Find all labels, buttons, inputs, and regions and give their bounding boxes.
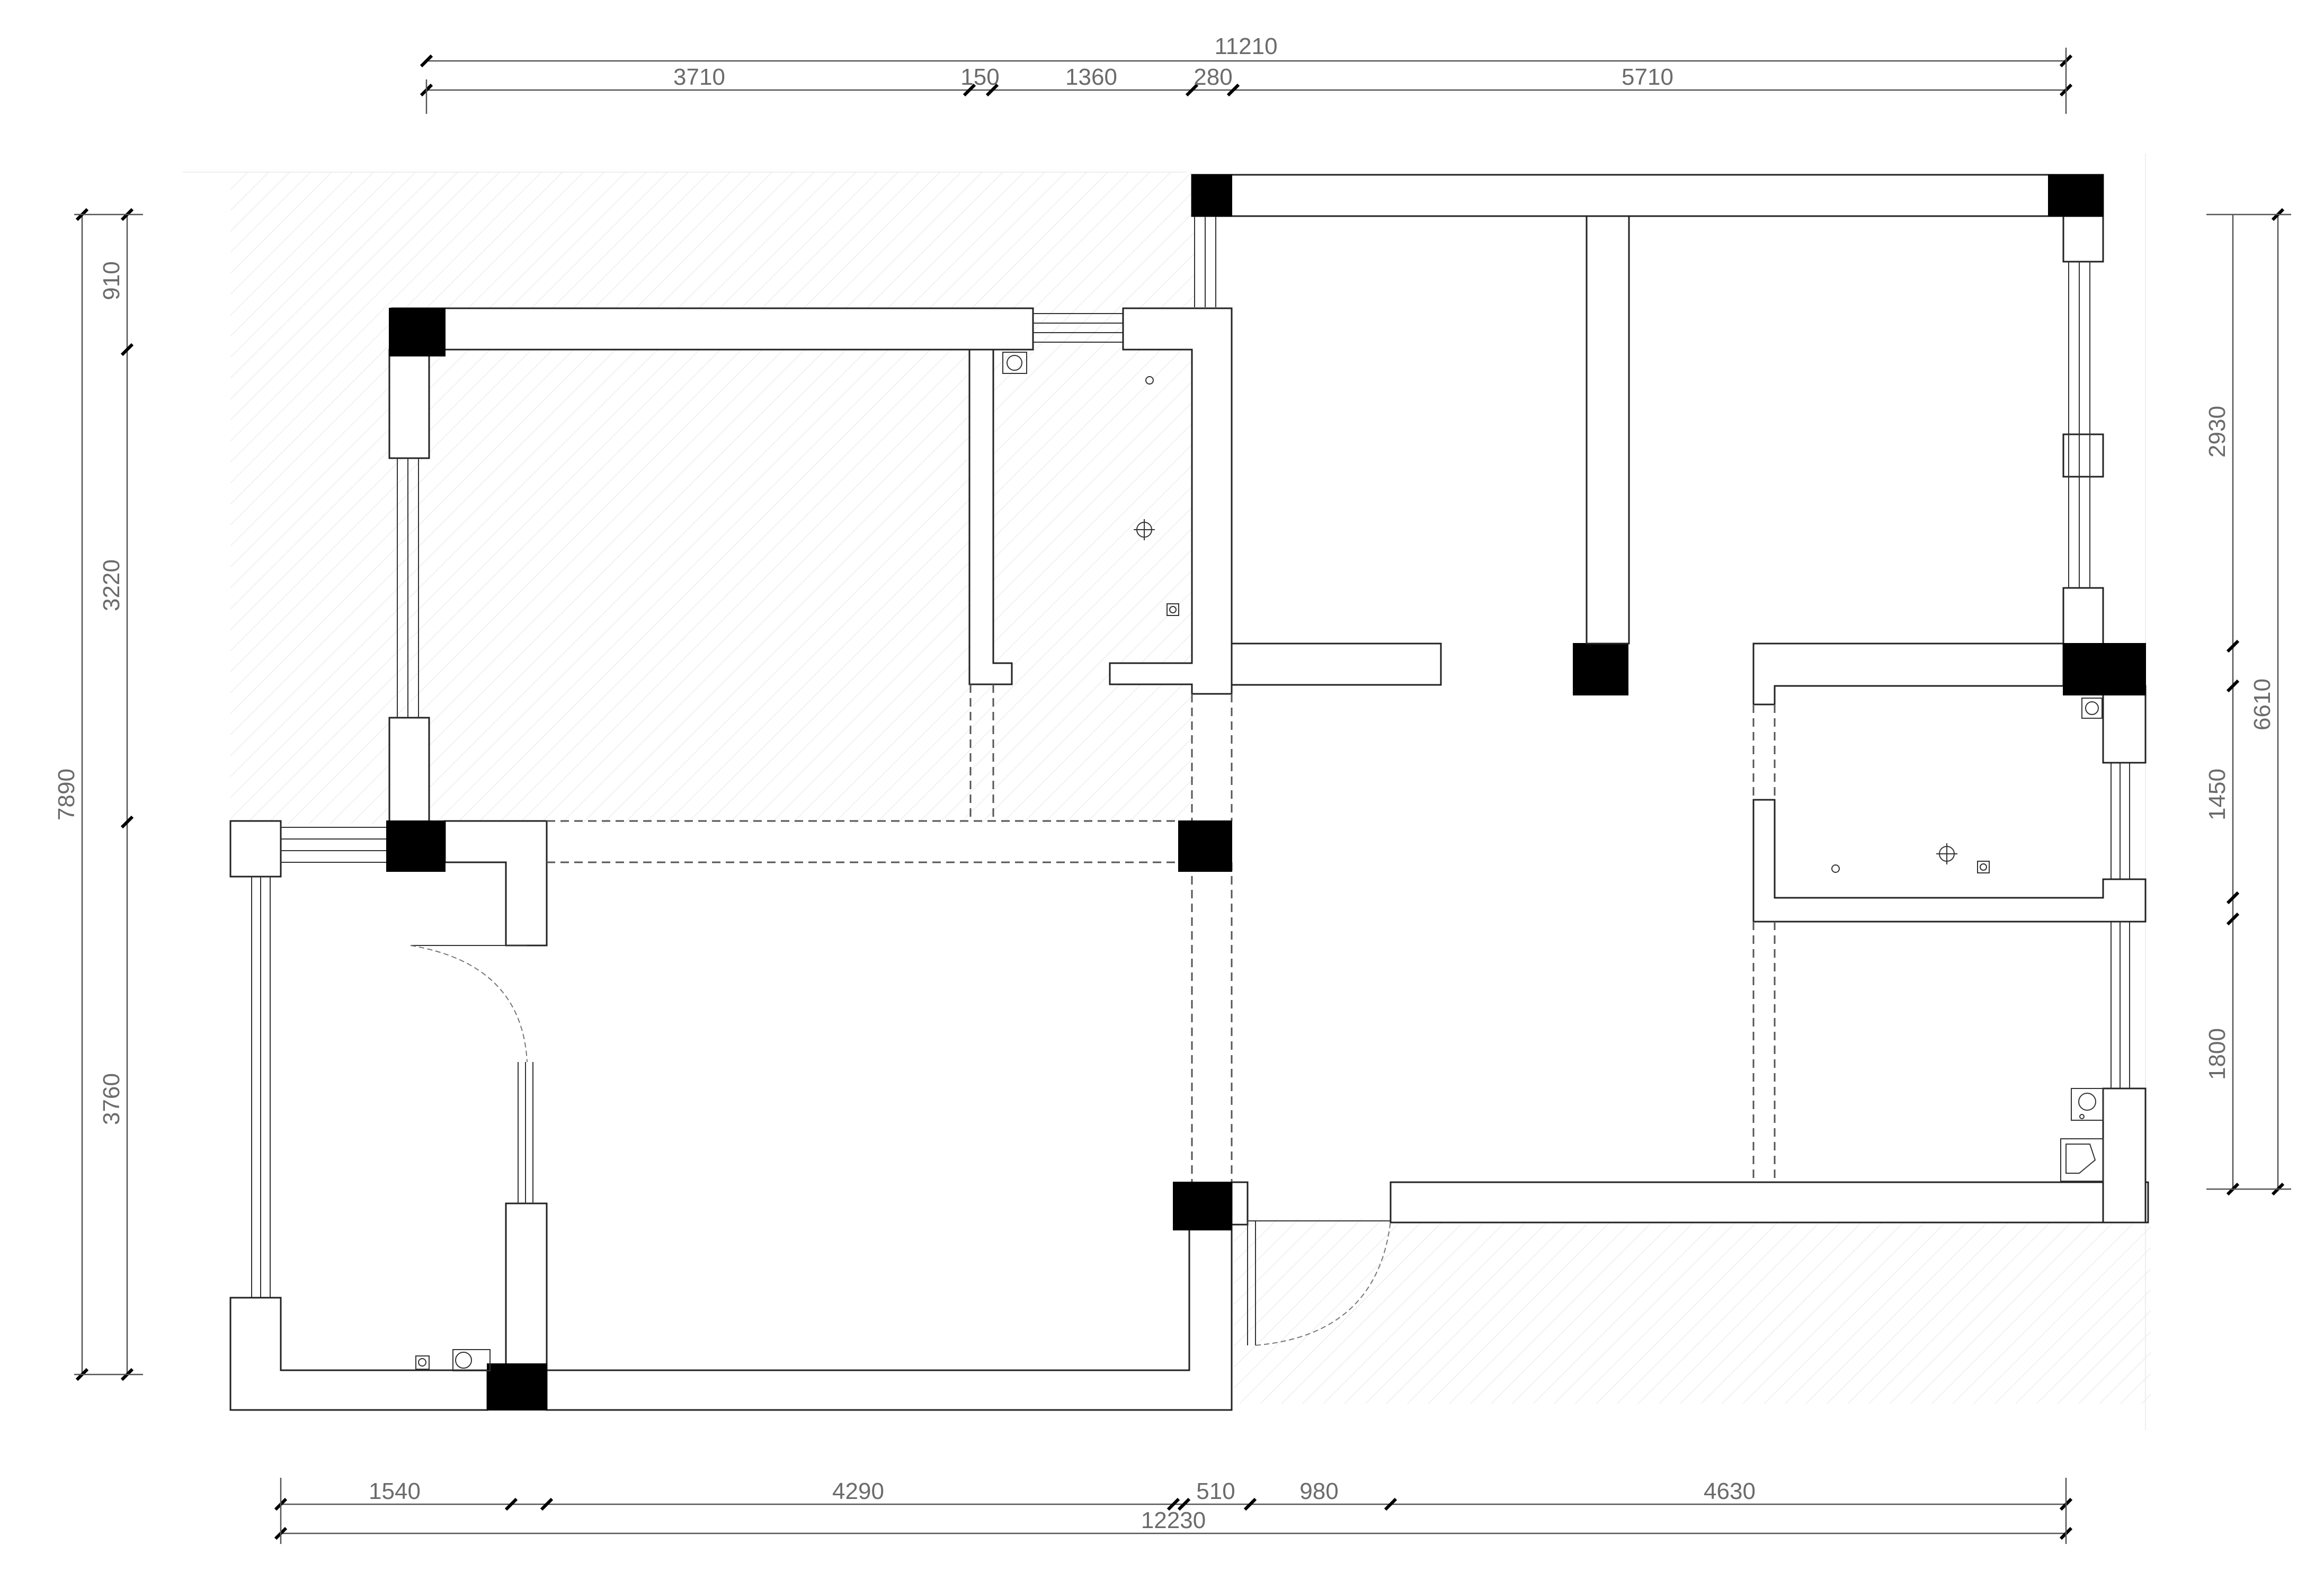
dim-right-segment: 1450: [2204, 769, 2230, 820]
dim-right-segment: 1800: [2204, 1028, 2230, 1080]
dim-top-segment: 150: [960, 64, 999, 90]
dim-bottom-total: 12230: [1141, 1507, 1206, 1533]
dim-bottom-segment: 4290: [832, 1478, 884, 1504]
partition: [1586, 215, 1630, 645]
dim-left-total: 7890: [54, 769, 79, 820]
dim-bottom-segment: 1540: [369, 1478, 421, 1504]
dim-right-total: 6610: [2249, 679, 2275, 730]
floor-drain-icon: [1831, 864, 1840, 873]
crosshair-icon: [1134, 519, 1155, 540]
floor-drain-icon: [1977, 861, 1990, 873]
floor-drain-icon: [1145, 376, 1154, 385]
dimension-bottom: 1540 4290 510 980 4630 12230: [274, 1478, 2073, 1544]
dim-top-segment: 3710: [673, 64, 725, 90]
floor-drain-icon: [2081, 698, 2103, 719]
floor-drain-icon: [2060, 1088, 2104, 1182]
floor-drain-icon: [1167, 603, 1179, 616]
floor-drain-icon: [452, 1349, 491, 1371]
dim-top-segment: 280: [1194, 64, 1232, 90]
dim-left-segment: 910: [99, 261, 124, 300]
dim-top-segment: 1360: [1065, 64, 1117, 90]
doors: [410, 945, 1391, 1346]
dimension-top: 11210 3710 150 1360 280 5710: [420, 33, 2073, 114]
floor-drain-icon: [415, 1355, 430, 1370]
fixtures: [415, 352, 2104, 1371]
dim-top-segment: 5710: [1622, 64, 1673, 90]
dim-top-total: 11210: [1214, 33, 1277, 59]
dashed-openings: [547, 684, 1776, 1182]
dim-left-segment: 3220: [99, 559, 124, 611]
structural-columns: [386, 174, 2146, 1411]
dim-bottom-segment: 980: [1299, 1478, 1338, 1504]
dim-bottom-segment: 4630: [1704, 1478, 1756, 1504]
floor-drain-icon: [1002, 352, 1027, 374]
crosshair-icon: [1936, 843, 1957, 864]
dim-right-segment: 2930: [2204, 406, 2230, 458]
dim-bottom-segment: 510: [1196, 1478, 1235, 1504]
dim-left-segment: 3760: [99, 1073, 124, 1125]
exterior-hatch: [183, 154, 2151, 1430]
dimension-right: 2930 1450 1800 6610: [2204, 208, 2291, 1196]
dimension-left: 910 3220 3760 7890: [54, 208, 143, 1381]
